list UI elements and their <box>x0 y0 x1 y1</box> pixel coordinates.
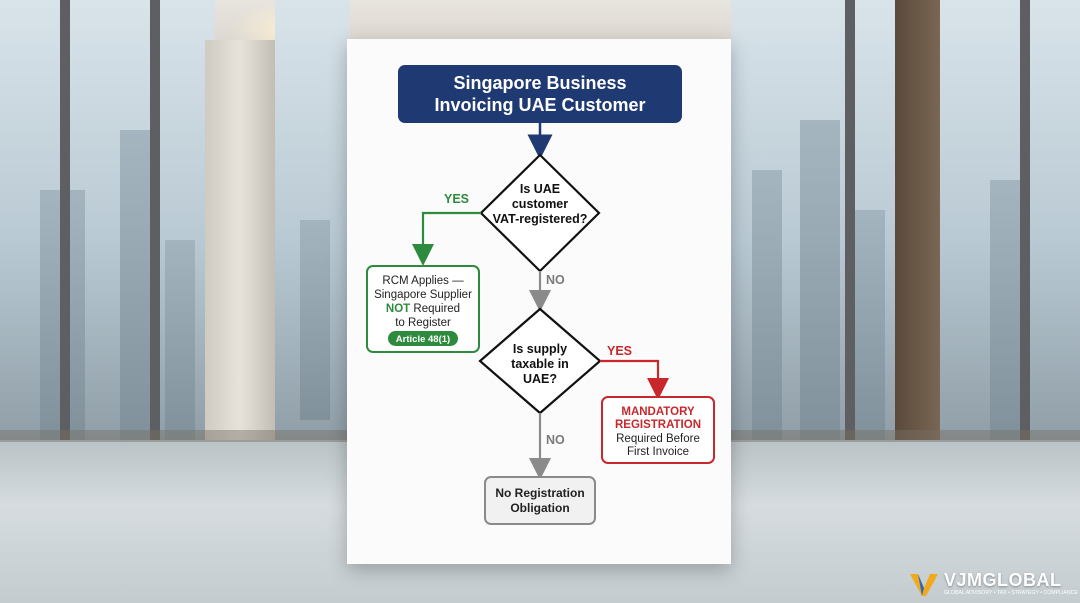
decision1-line1: Is UAE <box>520 182 560 196</box>
skyline-tower <box>800 120 840 440</box>
mandatory-line4: First Invoice <box>627 446 689 458</box>
decision-vat-registered: Is UAE customer VAT-registered? <box>479 153 601 273</box>
start-node-line1: Singapore Business <box>453 73 626 93</box>
decision2-line1: Is supply <box>513 342 567 356</box>
decision1-yes-label: YES <box>444 192 469 206</box>
connector-decision1-yes <box>412 211 481 266</box>
logo-name: VJMGLOBAL <box>944 570 1062 590</box>
skyline-tower <box>855 210 885 440</box>
skyline-tower <box>165 240 195 440</box>
rcm-line1: RCM Applies — <box>382 275 464 287</box>
window-mullion <box>845 0 855 460</box>
vjm-logo-icon <box>910 574 938 596</box>
decision2-line3: UAE? <box>523 372 557 386</box>
rcm-line3: NOT Required <box>386 303 460 315</box>
rcm-applies-node: RCM Applies — Singapore Supplier NOT Req… <box>366 265 480 353</box>
window-mullion <box>150 0 160 460</box>
no-registration-node: No Registration Obligation <box>484 476 596 525</box>
decision-supply-taxable: Is supply taxable in UAE? <box>478 307 602 415</box>
start-node: Singapore Business Invoicing UAE Custome… <box>398 65 682 123</box>
decision2-no-label: NO <box>546 433 565 447</box>
decision1-line2: customer <box>512 197 568 211</box>
wood-wall <box>895 0 940 470</box>
skyline-tower <box>300 220 330 420</box>
decision2-yes-label: YES <box>607 344 632 358</box>
rcm-line3-rest: Required <box>410 303 460 315</box>
no-registration-line2: Obligation <box>510 501 569 515</box>
rcm-line2: Singapore Supplier <box>374 289 472 301</box>
window-mullion <box>1020 0 1030 460</box>
pillar <box>205 40 275 460</box>
window-mullion <box>60 0 70 460</box>
flowchart-diagram: Singapore Business Invoicing UAE Custome… <box>366 65 715 525</box>
connector-decision2-yes <box>600 359 669 400</box>
decision1-no-label: NO <box>546 273 565 287</box>
mandatory-line3: Required Before <box>616 433 700 445</box>
skyline-tower <box>752 170 782 440</box>
article-badge <box>388 331 458 346</box>
logo-tagline: GLOBAL ADVISORY • TAX • STRATEGY • COMPL… <box>944 590 1078 596</box>
decision2-line2: taxable in <box>511 357 569 371</box>
mandatory-line2: REGISTRATION <box>615 419 701 431</box>
vjm-global-logo: VJMGLOBAL GLOBAL ADVISORY • TAX • STRATE… <box>906 568 1078 600</box>
skyline-tower <box>120 130 155 440</box>
decision1-line3: VAT-registered? <box>493 212 588 226</box>
start-node-line2: Invoicing UAE Customer <box>434 95 645 115</box>
mandatory-line1: MANDATORY <box>621 406 695 418</box>
mandatory-registration-node: MANDATORY REGISTRATION Required Before F… <box>601 396 715 464</box>
no-registration-line1: No Registration <box>495 486 584 500</box>
rcm-line4: to Register <box>395 317 451 329</box>
flowchart-poster: Singapore Business Invoicing UAE Custome… <box>347 39 731 564</box>
article-badge-label: Article 48(1) <box>396 334 450 345</box>
rcm-not-emphasis: NOT <box>386 303 410 315</box>
